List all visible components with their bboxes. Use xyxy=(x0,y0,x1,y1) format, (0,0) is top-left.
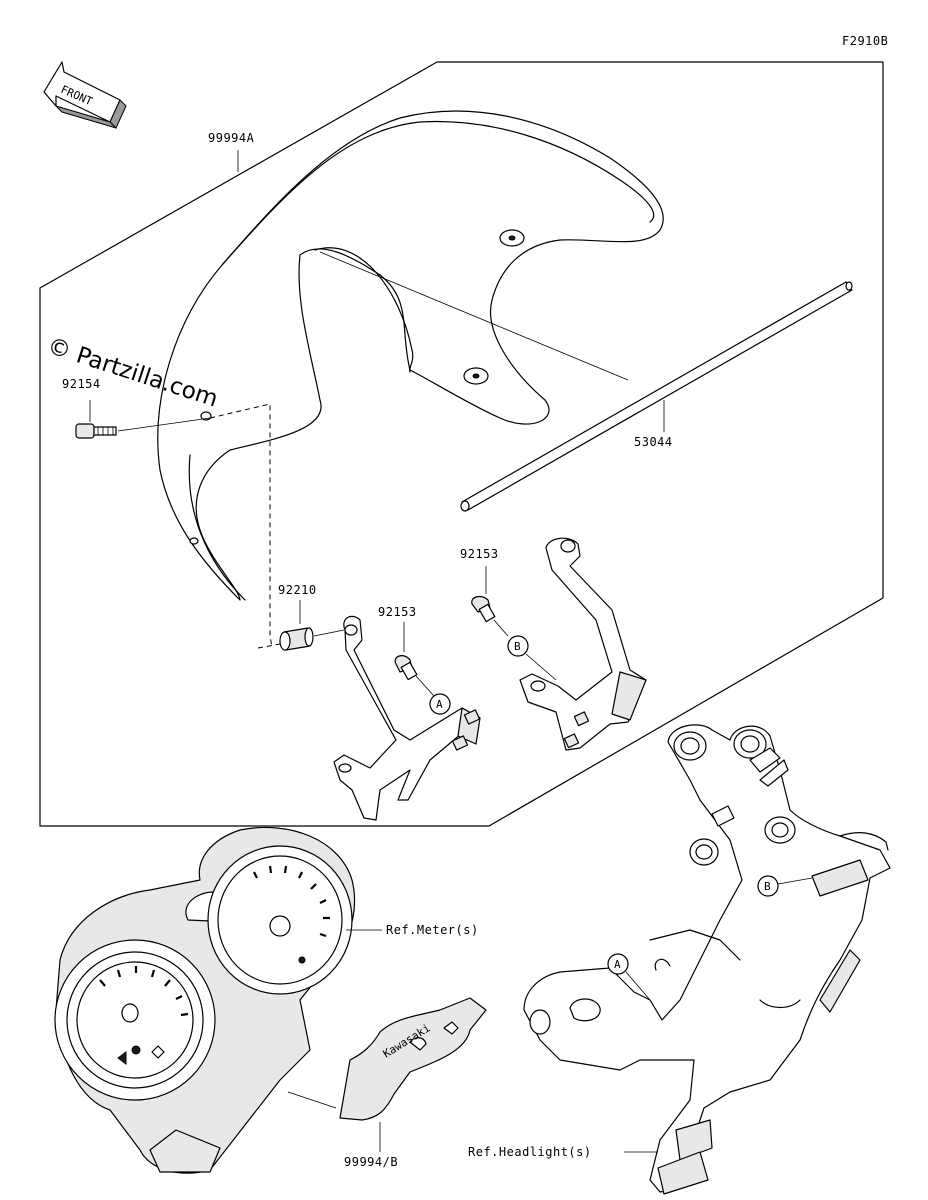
rod-part-number: 53044 xyxy=(634,435,673,449)
callout-a-ref-label: A xyxy=(614,958,621,971)
bolt-dashed-line xyxy=(209,403,273,649)
kit-boundary xyxy=(39,61,884,827)
collar-assembly-line xyxy=(313,629,345,637)
callout-b-ref: B xyxy=(757,875,779,897)
screw-b-part-number: 92153 xyxy=(460,547,499,561)
front-arrow-icon: FRONT xyxy=(43,61,127,129)
callout-b-kit: B xyxy=(507,635,529,657)
callout-a-kit: A xyxy=(429,693,451,715)
headlight-reference: Ref.Headlight(s) xyxy=(468,1145,592,1159)
bracket-a xyxy=(333,615,481,821)
callout-a-kit-label: A xyxy=(436,698,443,711)
callout-a-ref: A xyxy=(607,953,629,975)
meter-assembly xyxy=(54,826,356,1174)
windshield xyxy=(157,110,664,601)
emblem-part-number: 99994/B xyxy=(344,1155,398,1169)
emblem-assembly-line xyxy=(287,1091,337,1109)
windshield-centerline xyxy=(319,251,629,381)
callout-b-kit-label: B xyxy=(514,640,521,653)
bolt-part-number: 92154 xyxy=(62,377,101,391)
emblem: Kawasaki xyxy=(339,997,487,1121)
screw-a-assembly-line xyxy=(415,675,435,697)
collar-part-number: 92210 xyxy=(278,583,317,597)
callout-a-ref-line xyxy=(625,971,651,1001)
callout-b-ref-label: B xyxy=(764,880,771,893)
rod xyxy=(460,281,853,512)
collar-dashed-line xyxy=(257,643,281,649)
screw-a xyxy=(394,655,418,681)
screw-b-assembly-line xyxy=(493,619,509,637)
diagram-code: F2910B xyxy=(842,34,888,48)
screw-b-link-line xyxy=(525,653,557,681)
bolt xyxy=(75,423,117,439)
windshield-part-number: 99994A xyxy=(208,131,255,145)
callout-b-ref-line xyxy=(777,877,813,885)
collar xyxy=(279,627,314,651)
meter-reference: Ref.Meter(s) xyxy=(386,923,479,937)
bolt-assembly-line xyxy=(117,417,211,432)
screw-a-part-number: 92153 xyxy=(378,605,417,619)
headlight-bracket xyxy=(523,724,891,1195)
bracket-b xyxy=(519,537,647,751)
screw-b xyxy=(471,595,496,623)
